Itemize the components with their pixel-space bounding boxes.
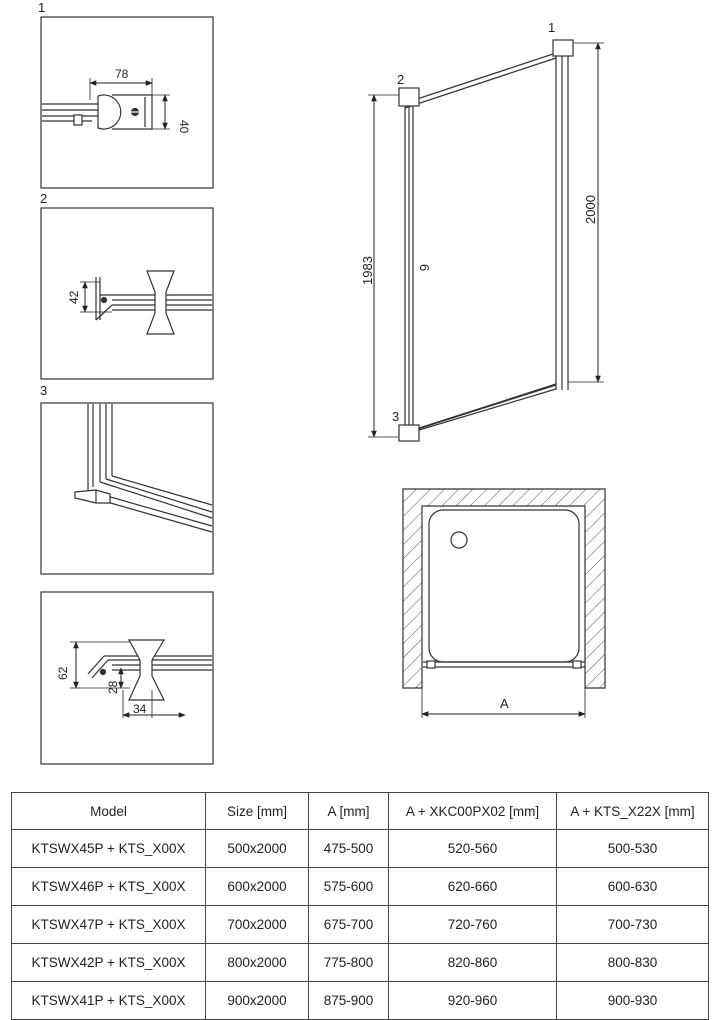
- detail-1-number: 1: [38, 0, 45, 15]
- width-label-a: A: [500, 696, 509, 711]
- detail-1-dimension-height: 40: [152, 94, 191, 134]
- cell-a-xkc: 820-860: [388, 943, 557, 982]
- left-top-bracket: [398, 87, 420, 107]
- detail-3: 3: [40, 383, 214, 575]
- col-header-a-xkc: A + XKC00PX02 [mm]: [388, 792, 557, 830]
- detail-4: 62 28 34: [40, 591, 214, 765]
- detail-4-handle-drawing: [87, 639, 212, 701]
- cell-a: 675-700: [308, 905, 389, 944]
- callout-3: 3: [392, 409, 399, 424]
- table-row: KTSWX46P + KTS_X00X 600x2000 575-600 620…: [11, 867, 709, 906]
- callout-2: 2: [397, 72, 404, 87]
- drain-icon: [450, 531, 468, 549]
- col-header-model: Model: [11, 792, 206, 830]
- cell-a: 575-600: [308, 867, 389, 906]
- table-row: KTSWX41P + KTS_X00X 900x2000 875-900 920…: [11, 981, 709, 1020]
- cell-model: KTSWX47P + KTS_X00X: [11, 905, 206, 944]
- table-row: KTSWX45P + KTS_X00X 500x2000 475-500 520…: [11, 829, 709, 868]
- detail-1: 1 78 40: [38, 0, 214, 189]
- cell-model: KTSWX41P + KTS_X00X: [11, 981, 206, 1020]
- cell-a-xkc: 720-760: [388, 905, 557, 944]
- detail-4-dimensions: 62 28 34: [56, 641, 186, 718]
- col-header-a-kts: A + KTS_X22X [mm]: [556, 792, 709, 830]
- table-header-row: Model Size [mm] A [mm] A + XKC00PX02 [mm…: [11, 792, 709, 830]
- callout-1: 1: [548, 20, 555, 35]
- height-1983: 1983: [360, 256, 375, 285]
- detail-2-dim-42: 42: [67, 290, 81, 304]
- detail-3-frame: [40, 402, 214, 575]
- screw-icon: [99, 668, 107, 676]
- cell-a-kts: 700-730: [556, 905, 709, 944]
- detail-1-frame: [40, 16, 214, 189]
- cell-model: KTSWX42P + KTS_X00X: [11, 943, 206, 982]
- cell-a: 775-800: [308, 943, 389, 982]
- col-header-size: Size [mm]: [205, 792, 309, 830]
- cell-a-xkc: 520-560: [388, 829, 557, 868]
- detail-2-frame: [40, 207, 214, 380]
- detail-3-corner-drawing: [74, 404, 213, 533]
- cell-a-kts: 600-630: [556, 867, 709, 906]
- detail-4-dim-34: 34: [133, 702, 147, 716]
- cell-a-xkc: 620-660: [388, 867, 557, 906]
- detail-3-number: 3: [40, 383, 47, 398]
- table-row: KTSWX42P + KTS_X00X 800x2000 775-800 820…: [11, 943, 709, 982]
- door-panel: [398, 39, 574, 442]
- detail-1-hinge-drawing: [42, 94, 153, 130]
- detail-1-dim-40: 40: [177, 120, 191, 134]
- door-elevation: 1 2 3 6 1983 2000: [360, 20, 604, 442]
- handle-knob-icon: [127, 639, 166, 701]
- dimension-a: A: [421, 688, 586, 718]
- cell-a-kts: 500-530: [556, 829, 709, 868]
- cell-a: 875-900: [308, 981, 389, 1020]
- cell-size: 500x2000: [205, 829, 309, 868]
- top-hinge-box: [552, 39, 574, 57]
- handle-knob-icon: [146, 270, 175, 335]
- detail-4-frame: [40, 591, 214, 765]
- table-row: KTSWX47P + KTS_X00X 700x2000 675-700 720…: [11, 905, 709, 944]
- spec-table: Model Size [mm] A [mm] A + XKC00PX02 [mm…: [11, 792, 709, 1020]
- detail-2: 2 42: [40, 191, 214, 380]
- detail-1-dim-78: 78: [115, 67, 129, 81]
- detail-4-dim-28: 28: [106, 680, 120, 694]
- cell-a: 475-500: [308, 829, 389, 868]
- detail-2-handle-drawing: [95, 270, 212, 335]
- cell-a-kts: 900-930: [556, 981, 709, 1020]
- detail-1-dimension-width: 78: [89, 67, 153, 100]
- wall-hatching: [402, 488, 606, 689]
- cell-model: KTSWX46P + KTS_X00X: [11, 867, 206, 906]
- cell-a-kts: 800-830: [556, 943, 709, 982]
- cell-a-xkc: 920-960: [388, 981, 557, 1020]
- door-plan-line: [423, 660, 585, 669]
- col-header-a: A [mm]: [308, 792, 389, 830]
- plan-view: A: [402, 488, 606, 718]
- dimension-2000: 2000: [568, 42, 604, 383]
- height-2000: 2000: [583, 195, 598, 224]
- screw-icon: [100, 296, 108, 304]
- detail-4-dim-62: 62: [56, 666, 70, 680]
- cell-size: 900x2000: [205, 981, 309, 1020]
- detail-2-dimension: 42: [67, 281, 112, 313]
- left-bottom-bracket: [398, 424, 420, 442]
- shower-tray: [428, 509, 580, 663]
- cell-size: 600x2000: [205, 867, 309, 906]
- cell-size: 800x2000: [205, 943, 309, 982]
- cell-model: KTSWX45P + KTS_X00X: [11, 829, 206, 868]
- glass-thickness-mark: 6: [417, 264, 432, 271]
- cell-size: 700x2000: [205, 905, 309, 944]
- dimension-1983: 1983: [360, 94, 399, 438]
- detail-2-number: 2: [40, 191, 47, 206]
